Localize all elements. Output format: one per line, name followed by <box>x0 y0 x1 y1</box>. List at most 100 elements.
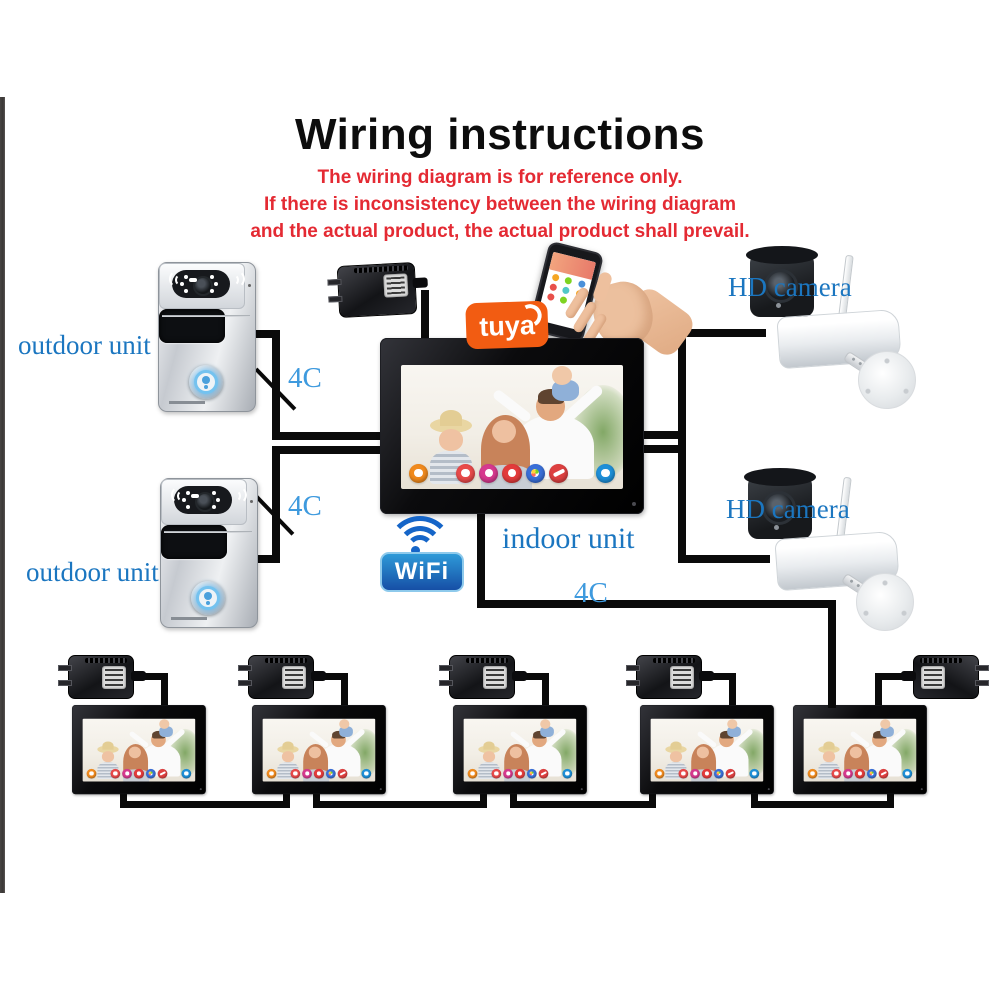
adapter-label-sticker <box>383 273 409 298</box>
adapter-cord-plug <box>311 671 326 681</box>
rfid-wave-icon <box>229 486 247 504</box>
speaker-slot <box>171 617 207 620</box>
video-monitor <box>380 338 644 514</box>
photo-figure-mom-face <box>696 746 710 759</box>
rfid-tag-icon <box>189 278 197 282</box>
adapter-cord-plug <box>412 277 428 289</box>
plug-prong <box>328 295 343 303</box>
chain-wire <box>480 791 487 808</box>
monitor-screen <box>650 718 764 782</box>
camera-mount-base <box>858 351 916 409</box>
wifi-badge: WiFi <box>380 552 464 592</box>
extension-monitor-group <box>626 653 811 803</box>
voice-icon <box>807 768 818 779</box>
adapter-cord <box>712 673 736 680</box>
photo-figure-girl-face <box>101 751 115 763</box>
snapshot-icon <box>479 463 499 483</box>
snapshot-icon <box>503 768 514 779</box>
camera-head <box>748 475 812 539</box>
doorbell-call-button <box>189 365 223 399</box>
outdoor-unit-label-1: outdoor unit <box>18 330 151 360</box>
unlock-icon <box>562 768 573 779</box>
photo-figure-mom-face <box>308 746 322 759</box>
monitor-screen <box>82 718 196 782</box>
monitor-screen <box>262 718 376 782</box>
monitor-camera-icon <box>110 768 121 779</box>
extension-monitor <box>793 705 927 795</box>
monitor-screen <box>803 718 917 782</box>
apps-icon <box>713 768 724 779</box>
wifi-arc-icon <box>406 535 434 563</box>
family-photo <box>263 719 376 782</box>
power-adapter <box>327 261 428 319</box>
photo-figure-girl-hat <box>478 741 500 754</box>
plug-prong <box>58 680 72 686</box>
wire-camera2 <box>678 555 770 563</box>
photo-figure-girl-face <box>438 429 464 451</box>
extension-monitor-group <box>439 653 624 803</box>
power-led <box>767 788 770 791</box>
extension-monitor <box>453 705 587 795</box>
rfid-wave-icon <box>227 270 245 288</box>
video-monitor <box>252 705 386 795</box>
photo-figure-baby <box>540 726 554 737</box>
extension-monitor <box>252 705 386 795</box>
panel-divider <box>164 531 252 533</box>
video-monitor <box>453 705 587 795</box>
apps-icon <box>526 768 537 779</box>
monitor-screen <box>401 365 623 489</box>
apps-icon <box>866 768 877 779</box>
wire-label-4c: 4C <box>288 362 322 394</box>
wire-extension-bus <box>477 512 485 608</box>
chain-wire <box>120 801 290 808</box>
indoor-unit-label: indoor unit <box>502 522 635 555</box>
voice-icon <box>86 768 97 779</box>
rfid-wave-icon <box>175 274 187 286</box>
wire-extension-bus <box>477 600 836 608</box>
camera-ir-dot <box>774 525 779 530</box>
family-photo <box>401 365 623 489</box>
snapshot-icon <box>843 768 854 779</box>
extension-monitor-group <box>779 653 989 803</box>
hd-camera-2 <box>748 475 914 631</box>
adapter-vents <box>265 658 307 663</box>
hd-camera-label-1: HD camera <box>728 272 852 302</box>
hangup-icon <box>337 768 348 779</box>
video-monitor <box>793 705 927 795</box>
tuya-logo: tuya <box>465 300 549 350</box>
power-led <box>199 788 202 791</box>
adapter-cord-plug <box>512 671 527 681</box>
photo-figure-baby-head <box>339 719 350 729</box>
photo-figure-baby-head <box>727 719 738 729</box>
outdoor-doorbell-unit-2 <box>160 478 258 628</box>
wire-camera2 <box>644 445 686 453</box>
disclaimer-line-2: If there is inconsistency between the wi… <box>264 194 736 215</box>
photo-figure-baby <box>551 379 579 401</box>
app-icon-dot <box>562 286 571 295</box>
unlock-icon <box>902 768 913 779</box>
chain-wire <box>510 801 656 808</box>
wire-outdoor2 <box>248 555 280 563</box>
wifi-arc-icon <box>397 526 443 572</box>
voice-icon <box>467 768 478 779</box>
hangup-icon <box>725 768 736 779</box>
unlock-icon <box>181 768 192 779</box>
plug-prong <box>327 278 342 286</box>
app-icon-dot <box>549 283 558 292</box>
voice-icon <box>654 768 665 779</box>
photo-figure-girl-hat <box>665 741 687 754</box>
apps-icon <box>525 463 545 483</box>
plug-prong <box>975 680 989 686</box>
extension-monitor-group <box>238 653 423 803</box>
camera-lens-icon <box>762 491 796 525</box>
chain-wire <box>887 791 894 808</box>
adapter-cord-plug <box>699 671 714 681</box>
light-sensor-dot <box>250 500 253 503</box>
chain-wire <box>313 801 487 808</box>
image-edge-artifact <box>0 97 5 893</box>
camera-ir-dot <box>776 303 781 308</box>
record-icon <box>702 768 712 779</box>
rfid-wave-icon <box>177 490 189 502</box>
record-icon <box>314 768 324 779</box>
plug-prong <box>626 680 640 686</box>
